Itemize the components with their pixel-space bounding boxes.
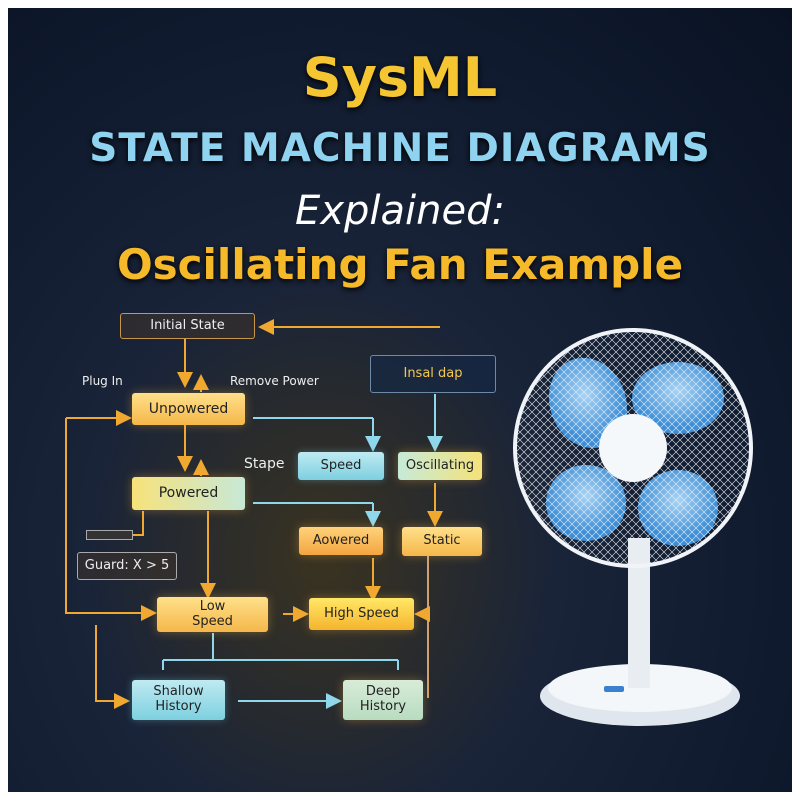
state-shallow-history: Shallow History <box>132 680 225 720</box>
guard-condition: Guard: X > 5 <box>77 552 177 580</box>
state-speed: Speed <box>298 452 384 480</box>
small-bar <box>86 530 133 540</box>
title-sysml: SysML <box>302 46 498 109</box>
title-fan-example: Oscillating Fan Example <box>116 240 684 289</box>
state-powered: Powered <box>132 477 245 510</box>
oscillating-fan-illustration <box>513 328 753 726</box>
fan-pole <box>628 538 650 688</box>
title-explained: Explained: <box>295 188 505 234</box>
label-plug-in: Plug In <box>82 374 123 388</box>
label-stape: Stape <box>244 456 285 472</box>
state-low-speed: Low Speed <box>157 597 268 632</box>
state-unpowered: Unpowered <box>132 393 245 425</box>
fan-hub <box>599 414 667 482</box>
state-static: Static <box>402 527 482 556</box>
transition-arrows <box>65 319 443 709</box>
state-insal-dap: Insal dap <box>370 355 496 393</box>
state-oscillating: Oscillating <box>398 452 482 480</box>
state-aowered: Aowered <box>299 527 383 555</box>
infographic: SysML STATE MACHINE DIAGRAMS Explained: … <box>8 8 792 792</box>
state-deep-history: Deep History <box>343 680 423 720</box>
title-state-machine: STATE MACHINE DIAGRAMS <box>89 126 711 171</box>
label-remove-power: Remove Power <box>230 374 319 388</box>
state-high-speed: High Speed <box>309 598 414 630</box>
state-initial: Initial State <box>120 313 255 339</box>
